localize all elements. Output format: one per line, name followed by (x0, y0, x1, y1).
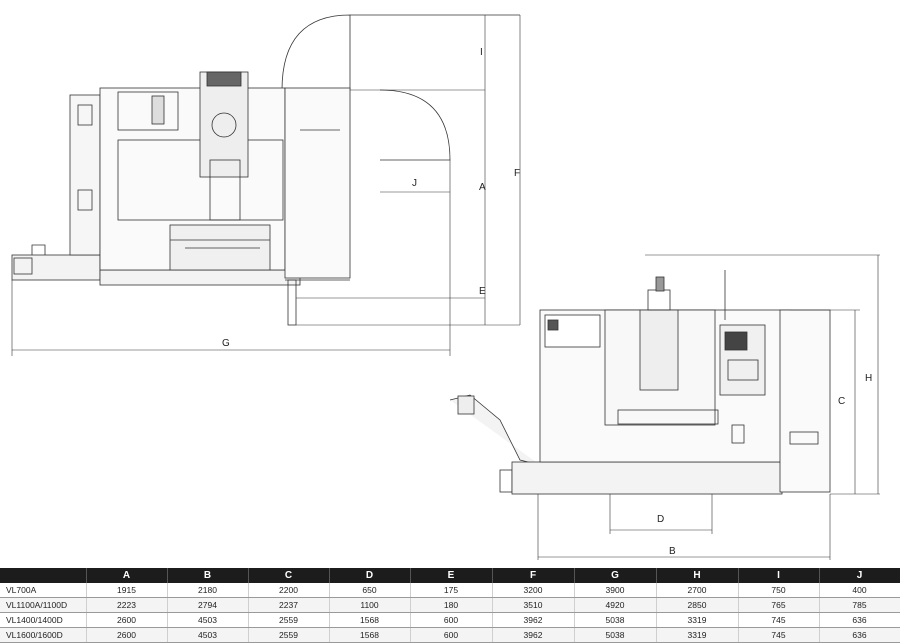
column-header: E (410, 568, 493, 583)
dim-label-h: H (865, 373, 872, 384)
table-cell: 1568 (329, 612, 411, 628)
table-cell: 785 (819, 597, 900, 613)
dim-label-f: F (514, 168, 520, 179)
table-cell: 4503 (167, 612, 249, 628)
dim-label-b: B (669, 546, 676, 557)
dim-label-e: E (479, 286, 486, 297)
table-cell: 4920 (574, 597, 657, 613)
table-cell: 5038 (574, 612, 657, 628)
table-cell: 600 (410, 627, 493, 643)
column-header: A (86, 568, 168, 583)
table-cell: 650 (329, 583, 411, 598)
dim-label-a: A (479, 182, 486, 193)
table-cell: 2794 (167, 597, 249, 613)
side-table (169, 224, 271, 271)
table-cell: 1100 (329, 597, 411, 613)
front-dimension-labels: D B C H (657, 373, 872, 557)
table-cell: 2850 (656, 597, 739, 613)
machine-dimension-drawing: I J A F E G (11, 14, 880, 560)
front-dimension-lines (537, 254, 880, 560)
side-base (11, 254, 101, 281)
model-name: VL1100A/1100D (0, 597, 87, 613)
table-cell: 750 (738, 583, 820, 598)
column-header: H (656, 568, 739, 583)
dim-label-j: J (412, 178, 417, 189)
dimension-table: A B C D E F G H I J VL700A 1915 2180 220… (0, 568, 900, 643)
column-header (0, 568, 87, 583)
dim-label-d: D (657, 514, 664, 525)
dim-label-i: I (480, 47, 483, 58)
front-base (511, 461, 783, 495)
table-cell: 175 (410, 583, 493, 598)
table-cell: 2559 (248, 627, 330, 643)
table-cell: 1568 (329, 627, 411, 643)
table-cell: 3319 (656, 627, 739, 643)
column-header: B (167, 568, 249, 583)
table-cell: 3962 (492, 627, 575, 643)
table-cell: 5038 (574, 627, 657, 643)
dim-label-g: G (222, 338, 230, 349)
table-cell: 1915 (86, 583, 168, 598)
side-view-machine (11, 14, 520, 326)
table-cell: 180 (410, 597, 493, 613)
table-cell: 3510 (492, 597, 575, 613)
side-cabinet (69, 94, 101, 256)
table-row: VL1100A/1100D 2223 2794 2237 1100 180 35… (0, 597, 900, 613)
side-dimension-labels: I J A F E G (222, 47, 520, 349)
table-cell: 636 (819, 627, 900, 643)
table-cell: 2559 (248, 612, 330, 628)
table-cell: 2223 (86, 597, 168, 613)
table-cell: 2237 (248, 597, 330, 613)
table-cell: 2180 (167, 583, 249, 598)
table-cell: 745 (738, 627, 820, 643)
table-header-row: A B C D E F G H I J (0, 568, 900, 583)
model-name: VL1600/1600D (0, 627, 87, 643)
side-enclosure (284, 87, 351, 279)
table-cell: 3900 (574, 583, 657, 598)
column-header: D (329, 568, 411, 583)
table-cell: 2200 (248, 583, 330, 598)
model-name: VL1400/1400D (0, 612, 87, 628)
table-cell: 400 (819, 583, 900, 598)
table-row: VL1600/1600D 2600 4503 2559 1568 600 396… (0, 627, 900, 643)
table-row: VL1400/1400D 2600 4503 2559 1568 600 396… (0, 612, 900, 628)
table-cell: 3200 (492, 583, 575, 598)
column-header: I (738, 568, 820, 583)
table-cell: 4503 (167, 627, 249, 643)
table-cell: 3962 (492, 612, 575, 628)
door-swing-arc-small (379, 89, 451, 161)
side-spindle-head (199, 71, 249, 178)
model-name: VL700A (0, 583, 87, 598)
front-cabinet (779, 309, 831, 493)
table-row: VL700A 1915 2180 2200 650 175 3200 3900 … (0, 583, 900, 598)
table-cell: 765 (738, 597, 820, 613)
table-cell: 2600 (86, 627, 168, 643)
table-cell: 745 (738, 612, 820, 628)
table-cell: 2600 (86, 612, 168, 628)
table-cell: 600 (410, 612, 493, 628)
dim-label-c: C (838, 396, 845, 407)
table-cell: 3319 (656, 612, 739, 628)
column-header: F (492, 568, 575, 583)
column-header: C (248, 568, 330, 583)
side-dimension-lines (11, 15, 521, 356)
column-header: G (574, 568, 657, 583)
column-header: J (819, 568, 900, 583)
front-view-machine (449, 270, 831, 495)
door-swing-arc-large (281, 14, 351, 91)
table-cell: 636 (819, 612, 900, 628)
table-cell: 2700 (656, 583, 739, 598)
